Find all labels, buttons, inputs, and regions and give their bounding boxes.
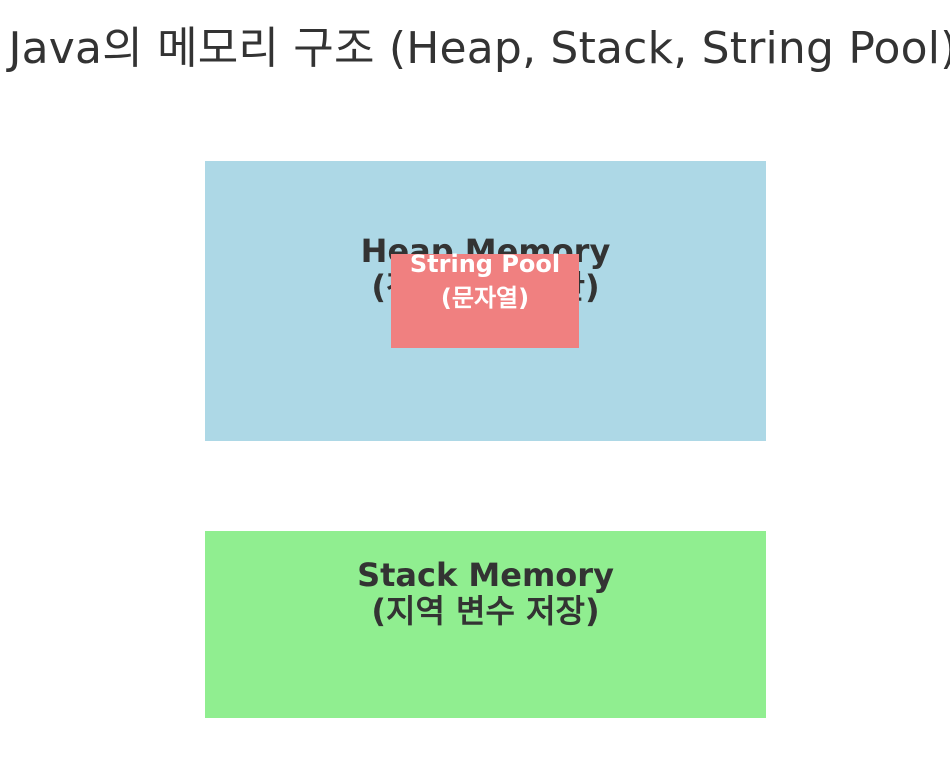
string-pool-box: String Pool (문자열) xyxy=(391,250,579,348)
stack-memory-label-line2: (지역 변수 저장) xyxy=(371,592,600,630)
diagram-title: Java의 메모리 구조 (Heap, Stack, String Pool) xyxy=(8,23,950,74)
string-pool-label-line2: (문자열) xyxy=(440,284,530,312)
stack-memory-box: Stack Memory (지역 변수 저장) xyxy=(205,531,766,718)
string-pool-label-line1: String Pool xyxy=(409,250,561,278)
string-pool-label: String Pool (문자열) xyxy=(391,247,579,315)
heap-memory-box: Heap Memory (객체 저장 공간) xyxy=(205,161,766,441)
stack-memory-label-line1: Stack Memory xyxy=(357,556,614,594)
stack-memory-label: Stack Memory (지역 변수 저장) xyxy=(205,557,766,629)
